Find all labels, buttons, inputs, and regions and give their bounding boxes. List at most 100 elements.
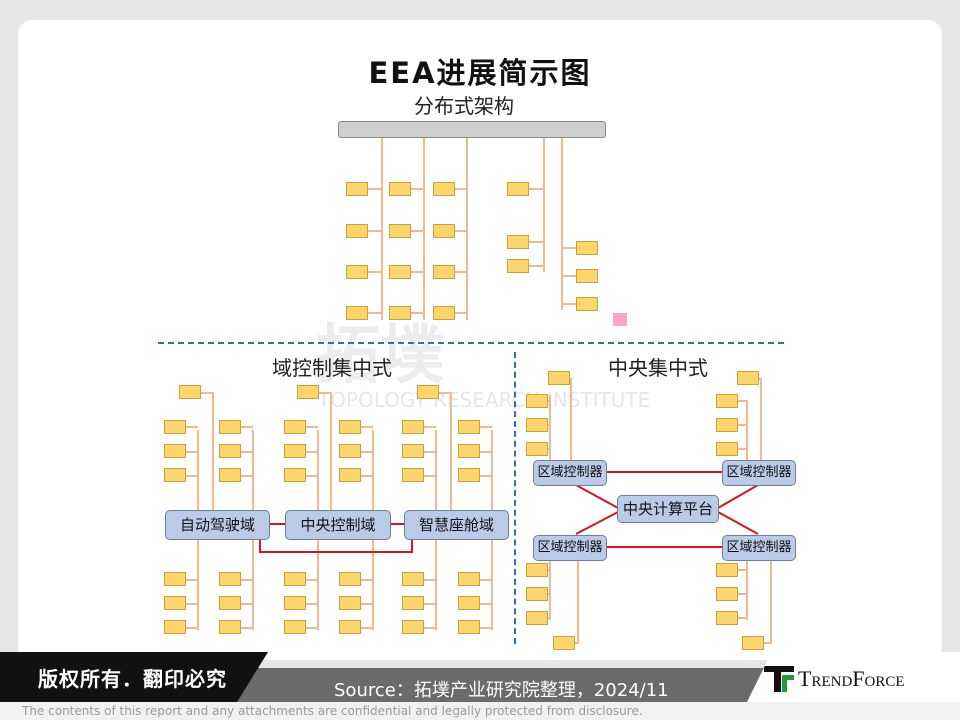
ecu-box (433, 265, 455, 279)
zone-wire (570, 378, 572, 462)
ecu-box (402, 572, 424, 586)
ecu-box (164, 444, 186, 458)
ecu-box (389, 265, 411, 279)
ecu-box (402, 420, 424, 434)
ecu-box (284, 444, 306, 458)
ecu-stub (241, 579, 253, 581)
ecu-stub (411, 230, 424, 232)
ecu-stub (480, 627, 492, 629)
ecu-box (526, 563, 548, 577)
ecu-box (507, 182, 529, 196)
ecu-stub (424, 451, 436, 453)
ecu-stub (480, 475, 492, 477)
ecu-box (716, 611, 738, 625)
ecu-box (526, 418, 548, 432)
ecu-stub (737, 424, 747, 426)
ecu-box (402, 596, 424, 610)
zone-wire (549, 395, 551, 463)
central-compute-platform: 中央计算平台 (617, 495, 719, 523)
ecu-box (526, 394, 548, 408)
platform-link (717, 511, 759, 535)
ecu-stub (368, 230, 382, 232)
ecu-stub (480, 426, 492, 428)
ecu-box (284, 420, 306, 434)
ecu-stub (562, 247, 577, 249)
ecu-box (284, 572, 306, 586)
ecu-box (402, 468, 424, 482)
ecu-box (339, 468, 361, 482)
ecu-stub (361, 451, 373, 453)
ecu-stub (737, 448, 747, 450)
ecu-stub (454, 230, 467, 232)
ecu-box (742, 636, 764, 650)
ecu-stub (454, 312, 467, 314)
watermark-zh: 拓墣 (316, 319, 444, 393)
section-divider-vertical (514, 352, 516, 644)
domain-link (391, 523, 405, 525)
ecu-box (339, 420, 361, 434)
ecu-box (458, 444, 480, 458)
ecu-stub (361, 627, 373, 629)
ecu-stub (737, 569, 747, 571)
domain-controller-adas: 自动驾驶域 (165, 510, 270, 540)
ecu-box (284, 468, 306, 482)
ecu-box (526, 587, 548, 601)
copyright-text: 版权所有．翻印必究 (38, 667, 227, 691)
communication-bus (338, 121, 606, 138)
platform-link (717, 484, 759, 509)
domain-wire (330, 392, 332, 512)
ecu-stub (368, 188, 382, 190)
ecu-box (507, 259, 529, 273)
ecu-box (164, 420, 186, 434)
ecu-box (716, 418, 738, 432)
ecu-stub (361, 426, 373, 428)
ecu-stub (424, 603, 436, 605)
ecu-box (339, 444, 361, 458)
ecu-box (716, 563, 738, 577)
ecu-box (458, 596, 480, 610)
ecu-stub (737, 400, 747, 402)
ecu-stub (411, 312, 424, 314)
ecu-stub (186, 627, 198, 629)
central-label: 中央集中式 (608, 356, 708, 380)
ecu-box (339, 572, 361, 586)
ecu-stub (241, 475, 253, 477)
ecu-box (402, 620, 424, 634)
ecu-box (402, 444, 424, 458)
ecu-stub (306, 475, 318, 477)
ecu-box (164, 468, 186, 482)
ecu-stub (306, 603, 318, 605)
ecu-stub (241, 627, 253, 629)
ecu-stub (480, 579, 492, 581)
ecu-stub (480, 451, 492, 453)
ecu-stub (186, 451, 198, 453)
watermark-en: TOPOLOGY RESEARCH INSTITUTE (318, 388, 651, 412)
ecu-box (389, 224, 411, 238)
trendforce-logo: TrendForce (746, 652, 960, 704)
zone-controller: 区域控制器 (533, 460, 607, 486)
ecu-box (339, 620, 361, 634)
ecu-box (219, 468, 241, 482)
ecu-stub (529, 265, 544, 267)
ecu-stub (737, 593, 747, 595)
ecu-box (433, 306, 455, 320)
trendforce-wordmark: TrendForce (798, 666, 905, 691)
ecu-box (346, 182, 368, 196)
ecu-box (389, 182, 411, 196)
ecu-box (458, 620, 480, 634)
ecu-stub (186, 426, 198, 428)
ecu-stub (306, 426, 318, 428)
ecu-stub (424, 426, 436, 428)
source-text: Source：拓墣产业研究院整理，2024/11 (334, 680, 669, 701)
zone-controller: 区域控制器 (722, 535, 796, 561)
bus-wire (466, 138, 468, 320)
ecu-box (433, 182, 455, 196)
ecu-box (417, 385, 439, 399)
ecu-box (339, 596, 361, 610)
domain-controller-cockpit: 智慧座舱域 (404, 510, 509, 540)
ecu-box (716, 442, 738, 456)
domain-link (270, 523, 286, 525)
ecu-box (346, 224, 368, 238)
ecu-stub (186, 579, 198, 581)
